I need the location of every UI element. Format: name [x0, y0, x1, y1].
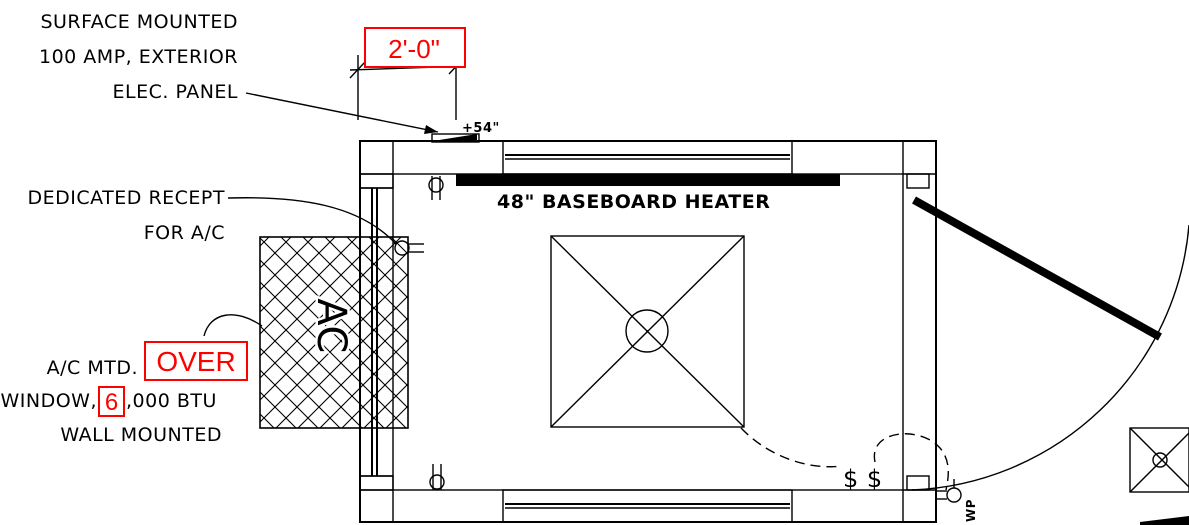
bottom-window [502, 489, 793, 523]
switch-symbols: $ $ [843, 465, 883, 493]
ac-leader [203, 314, 263, 337]
exterior-light-fixture [1129, 427, 1189, 525]
recept-label-line2: FOR A/C [144, 222, 225, 244]
duplex-receptacle-bottom [429, 464, 445, 490]
btu-digit-markup: 6 [98, 386, 125, 417]
dimension-markup-text: 2'-0" [388, 34, 440, 64]
recept-label-line1: DEDICATED RECEPT [28, 187, 225, 209]
ac-label-line2-suffix: ,000 BTU [126, 390, 217, 412]
over-markup-text: OVER [156, 346, 235, 377]
over-markup: OVER [144, 341, 248, 381]
panel-label-line1: SURFACE MOUNTED [40, 11, 238, 33]
electrical-panel [431, 133, 480, 143]
btu-digit-markup-text: 6 [105, 389, 118, 416]
ac-unit-label: AC [308, 298, 354, 354]
panel-leader [245, 92, 439, 133]
ac-label-line1: A/C MTD. [47, 357, 138, 379]
baseboard-heater [456, 174, 840, 186]
ceiling-light-fixture [550, 235, 745, 428]
wp-receptacle [936, 479, 962, 503]
switch-leg-2 [873, 433, 949, 491]
top-window [502, 140, 793, 175]
duplex-receptacle-top [428, 176, 444, 200]
panel-label-line3: ELEC. PANEL [113, 81, 238, 103]
recept-leader [227, 197, 397, 245]
switch-leg-1 [740, 427, 843, 468]
wp-label: WP [964, 499, 978, 522]
ac-label-line2-prefix: WINDOW, [0, 390, 97, 412]
entry-door [906, 173, 1189, 491]
ac-unit [259, 236, 409, 429]
panel-label-line2: 100 AMP, EXTERIOR [39, 46, 238, 68]
panel-height-label: +54" [462, 121, 500, 136]
heater-label: 48" BASEBOARD HEATER [497, 191, 770, 213]
panel-leader-arrow [424, 125, 438, 134]
ac-label-line3: WALL MOUNTED [60, 424, 222, 446]
dimension-markup: 2'-0" [364, 27, 466, 68]
